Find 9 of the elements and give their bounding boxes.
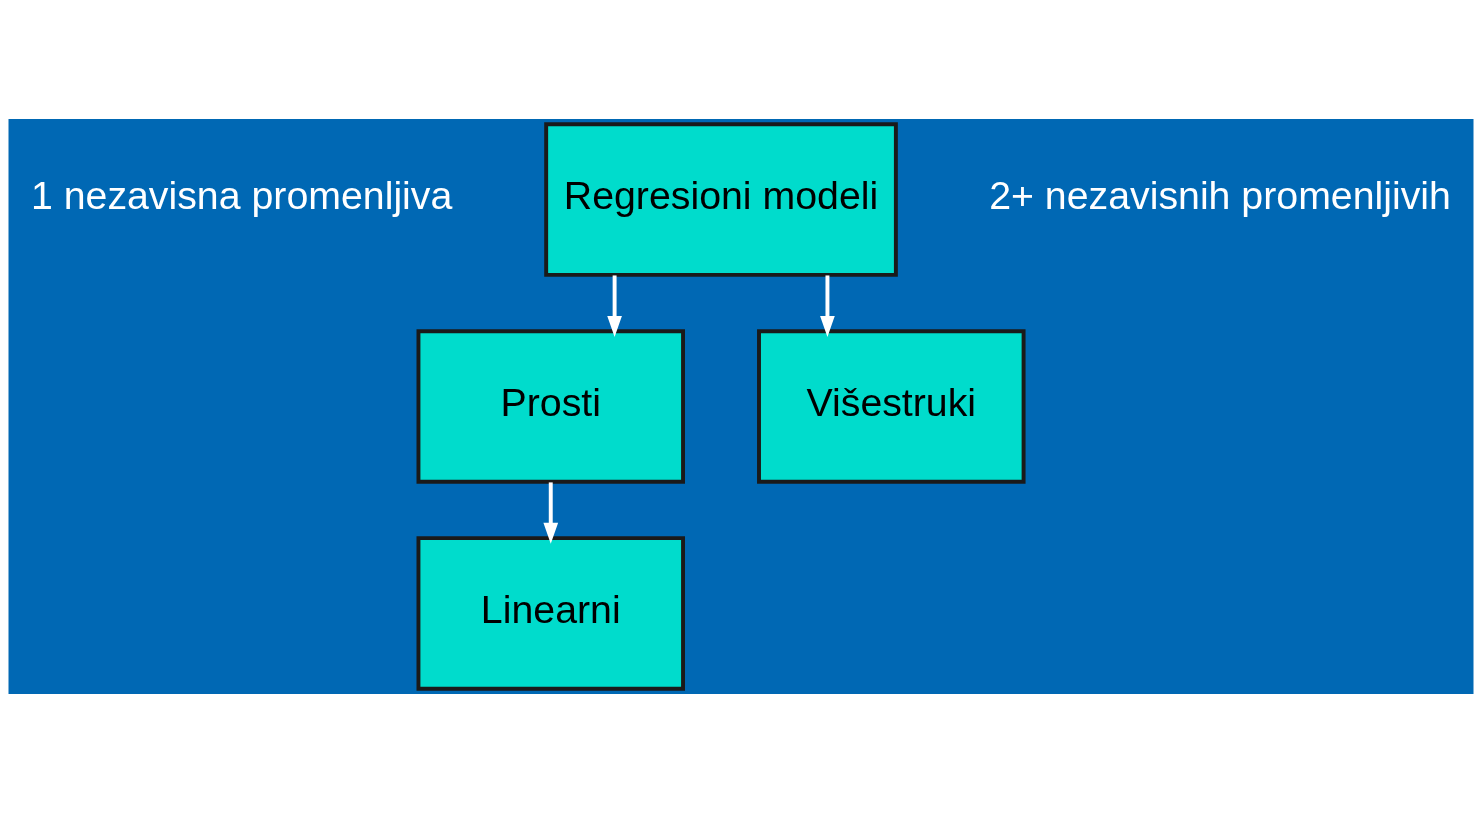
node-box: Regresioni modeli — [544, 122, 898, 277]
node-box: Prosti — [416, 329, 685, 484]
label: 1 nezavisna promenljiva — [30, 173, 453, 218]
arrow — [607, 275, 622, 337]
arrow — [820, 275, 835, 337]
label: 2+ nezavisnih promenljivih — [989, 173, 1451, 218]
node-box: Linearni — [416, 536, 685, 691]
arrow — [543, 482, 559, 544]
node-box: Višestruki — [757, 329, 1026, 484]
